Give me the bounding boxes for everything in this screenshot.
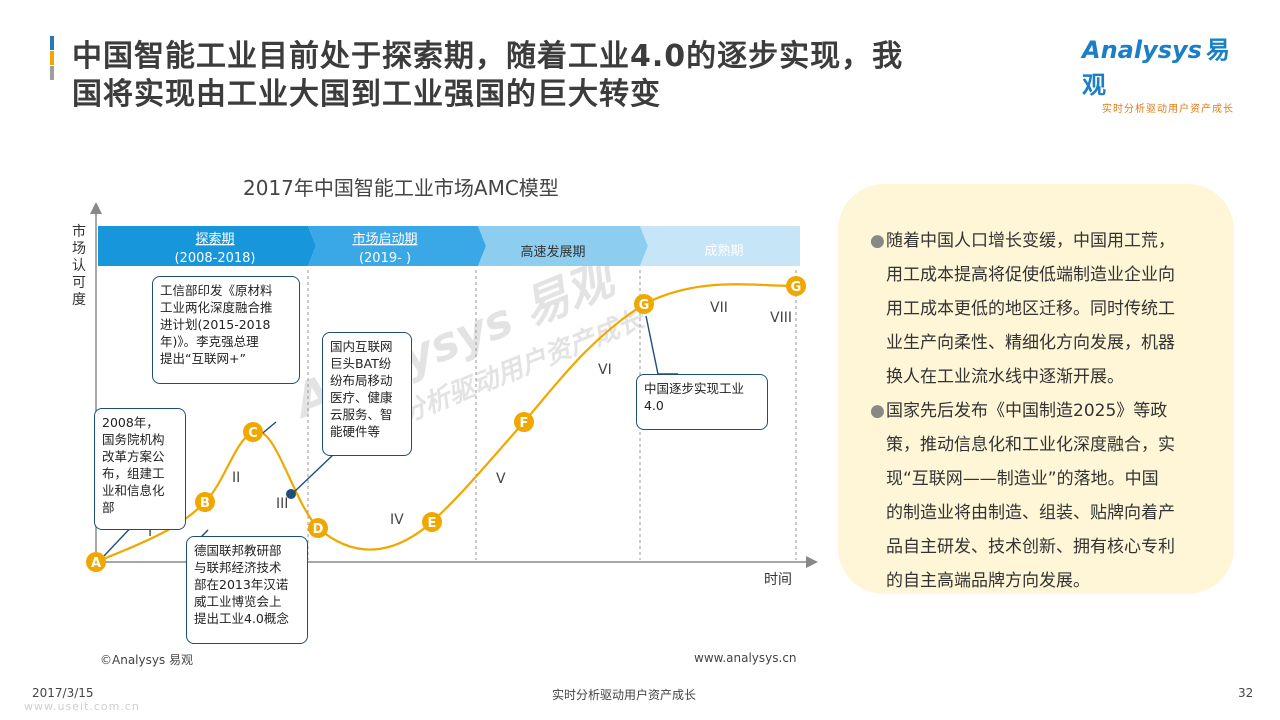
svg-text:E: E xyxy=(428,516,437,531)
stage-III: III xyxy=(276,496,288,512)
svg-text:B: B xyxy=(200,496,210,511)
stage-I: I xyxy=(148,524,152,540)
point-G-1: G xyxy=(634,294,654,314)
chart-title: 2017年中国智能工业市场AMC模型 xyxy=(243,176,559,200)
source-copyright: ©Analysys 易观 xyxy=(100,653,194,667)
stage-VII: VII xyxy=(710,300,728,316)
logo-brand-cn: 易观 xyxy=(1082,36,1230,99)
phase-period-exploration: (2008-2018) xyxy=(174,251,255,266)
amc-diagram-svg: 探索期 (2008-2018) 市场启动期 (2019- ) 高速发展期 成熟期… xyxy=(72,202,818,588)
y-axis-char-4: 可 xyxy=(72,275,86,291)
curve-points: A B C D E F G G xyxy=(86,276,806,572)
amc-model-diagram: 探索期 (2008-2018) 市场启动期 (2019- ) 高速发展期 成熟期… xyxy=(60,200,820,660)
y-axis-char-5: 度 xyxy=(72,292,86,308)
svg-text:D: D xyxy=(313,522,324,537)
footer-date: 2017/3/15 xyxy=(32,686,94,700)
logo-brand: Analysys xyxy=(1082,36,1202,64)
insight-panel: ● 随着中国人口增长变缓，中国用工荒， 用工成本提高将促使低端制造业企业向 用工… xyxy=(838,184,1234,594)
svg-text:F: F xyxy=(520,416,529,431)
footer-tagline: 实时分析驱动用户资产成长 xyxy=(552,688,697,702)
insight-bullet-2: ● 国家先后发布《中国制造2025》等政 策，推动信息化和工业化深度融合，实 现… xyxy=(870,394,1208,598)
phase-label-maturity: 成熟期 xyxy=(704,243,743,259)
phase-bar-maturity xyxy=(640,226,800,266)
phase-label-growth: 高速发展期 xyxy=(520,244,585,260)
point-B: B xyxy=(195,492,215,512)
y-axis-char-1: 市 xyxy=(72,223,86,240)
stage-VI: VI xyxy=(598,362,612,378)
svg-text:G: G xyxy=(791,280,802,295)
point-C: C xyxy=(243,422,263,442)
point-A: A xyxy=(86,552,106,572)
source-website: www.analysys.cn xyxy=(694,651,797,665)
stage-III-marker xyxy=(286,489,296,499)
x-axis-label: 时间 xyxy=(764,572,792,588)
svg-text:C: C xyxy=(248,426,258,441)
stage-IV: IV xyxy=(390,512,404,528)
bullet-dot-icon: ● xyxy=(870,401,885,421)
stage-II: II xyxy=(232,470,240,486)
callout-2008-miit: 2008年， 国务院机构 改革方案公 布，组建工 业和信息化 部 xyxy=(94,408,186,530)
logo-tagline: 实时分析驱动用户资产成长 xyxy=(1102,104,1234,115)
stage-V: V xyxy=(496,471,506,487)
phase-label-exploration: 探索期 xyxy=(195,232,234,247)
svg-text:G: G xyxy=(639,298,650,313)
point-G-2: G xyxy=(786,276,806,296)
point-F: F xyxy=(514,412,534,432)
accent-yellow xyxy=(50,51,54,65)
callout-miit-plan: 工信部印发《原材料 工业两化深度融合推 进计划(2015-2018 年)》。李克… xyxy=(152,276,300,384)
phase-bar-growth xyxy=(478,226,648,266)
callout-china-industry40: 中国逐步实现工业 4.0 xyxy=(636,374,768,430)
accent-blue xyxy=(50,36,54,50)
phase-bars xyxy=(98,226,800,266)
phase-period-launch: (2019- ) xyxy=(359,251,411,266)
watermark-url: www.useit.com.cn xyxy=(24,700,140,713)
page-title: 中国智能工业目前处于探索期，随着工业4.0的逐步实现，我 国将实现由工业大国到工… xyxy=(72,38,1072,114)
callout-germany-industry40: 德国联邦教研部 与联邦经济技术 部在2013年汉诺 威工业博览会上 提出工业4.… xyxy=(186,536,308,644)
y-axis-char-3: 认 xyxy=(72,258,86,274)
insight-bullet-1: ● 随着中国人口增长变缓，中国用工荒， 用工成本提高将促使低端制造业企业向 用工… xyxy=(870,224,1208,394)
phase-bar-launch xyxy=(308,226,486,266)
stage-labels: I II III IV V VI VII VIII xyxy=(148,300,792,540)
point-D: D xyxy=(308,518,328,538)
phase-bar-exploration xyxy=(98,226,316,266)
stage-VIII: VIII xyxy=(770,310,792,326)
point-E: E xyxy=(422,512,442,532)
y-axis-label: 市 场 认 可 度 xyxy=(72,223,86,308)
accent-gray xyxy=(50,66,54,80)
page-number: 32 xyxy=(1238,686,1254,700)
phase-label-launch: 市场启动期 xyxy=(352,231,417,247)
y-axis-char-2: 场 xyxy=(72,241,86,257)
title-accent-bar xyxy=(50,36,54,80)
callout-internet-giants: 国内互联网 巨头BAT纷 纷布局移动 医疗、健康 云服务、智 能硬件等 xyxy=(322,332,412,456)
title-line-2: 国将实现由工业大国到工业强国的巨大转变 xyxy=(72,77,661,112)
title-line-1: 中国智能工业目前处于探索期，随着工业4.0的逐步实现，我 xyxy=(72,39,904,74)
bullet-dot-icon: ● xyxy=(870,231,885,251)
svg-text:A: A xyxy=(91,556,101,571)
